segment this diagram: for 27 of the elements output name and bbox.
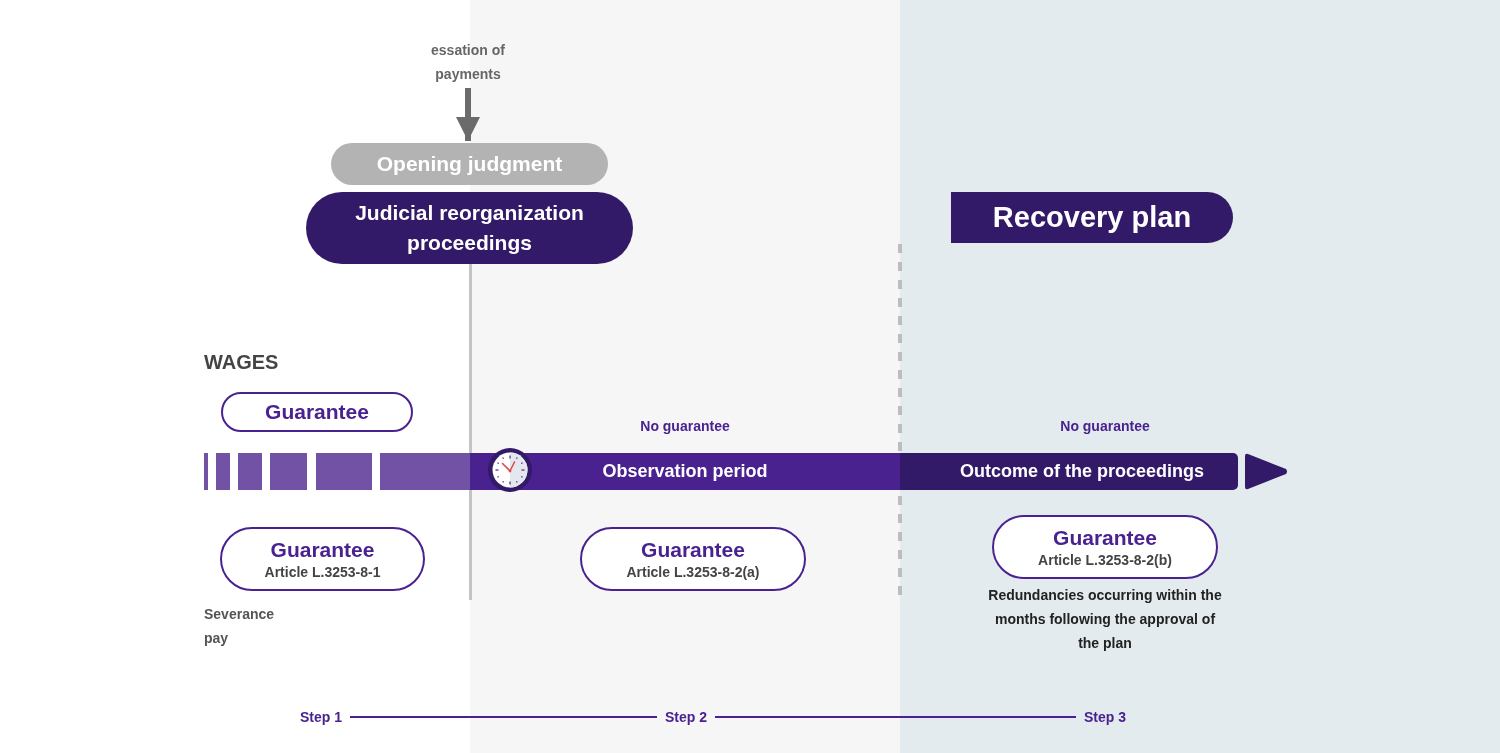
stage-pill: Opening judgment xyxy=(331,143,608,185)
step-label: Step 1 xyxy=(300,708,342,726)
connector-line xyxy=(714,716,1077,718)
article-reference: Article L.3253-8-1 xyxy=(264,563,381,581)
stage-pill: Judicial reorganization proceedings xyxy=(306,192,633,264)
section-heading: WAGES xyxy=(204,350,279,374)
note-text: Redundancies occurring within the months following the approval of the plan xyxy=(987,586,1223,653)
stage-banner: Recovery plan xyxy=(951,192,1233,243)
guarantee-pill: Guarantee xyxy=(221,392,413,432)
step-label: Step 2 xyxy=(665,708,707,726)
category-label: Severance pay xyxy=(204,605,276,648)
status-label: No guarantee xyxy=(1060,417,1150,435)
timeline-bar: Observation period xyxy=(470,453,900,490)
pill-heading: Guarantee xyxy=(1053,525,1157,551)
arrow xyxy=(456,88,480,141)
guarantee-pill xyxy=(220,527,425,591)
guarantee-pill xyxy=(580,527,806,591)
article-reference: Article L.3253-8-2(b) xyxy=(1038,551,1172,569)
pill-heading: Guarantee xyxy=(641,537,745,563)
step-label: Step 3 xyxy=(1084,708,1126,726)
timeline-bar: Outcome of the proceedings xyxy=(900,453,1238,490)
connector-line xyxy=(349,716,658,718)
article-reference: Article L.3253-8-2(a) xyxy=(626,563,760,581)
event-label: essation of payments xyxy=(428,38,508,86)
guarantee-pill xyxy=(992,515,1218,579)
status-label: No guarantee xyxy=(640,417,730,435)
pill-heading: Guarantee xyxy=(270,537,375,563)
